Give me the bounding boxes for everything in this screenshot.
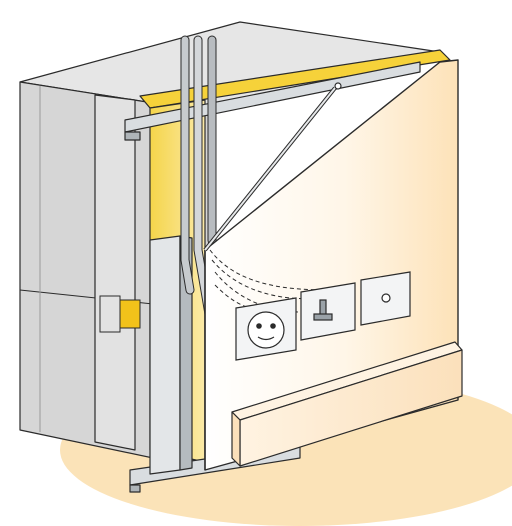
- skirting-board: [231, 341, 463, 467]
- tv-antenna-socket-icon[interactable]: [300, 282, 356, 341]
- power-socket-icon[interactable]: [235, 297, 297, 361]
- yellow-clip: [99, 295, 141, 333]
- panel-edge: [203, 82, 342, 252]
- telephone-socket-icon[interactable]: [360, 271, 411, 326]
